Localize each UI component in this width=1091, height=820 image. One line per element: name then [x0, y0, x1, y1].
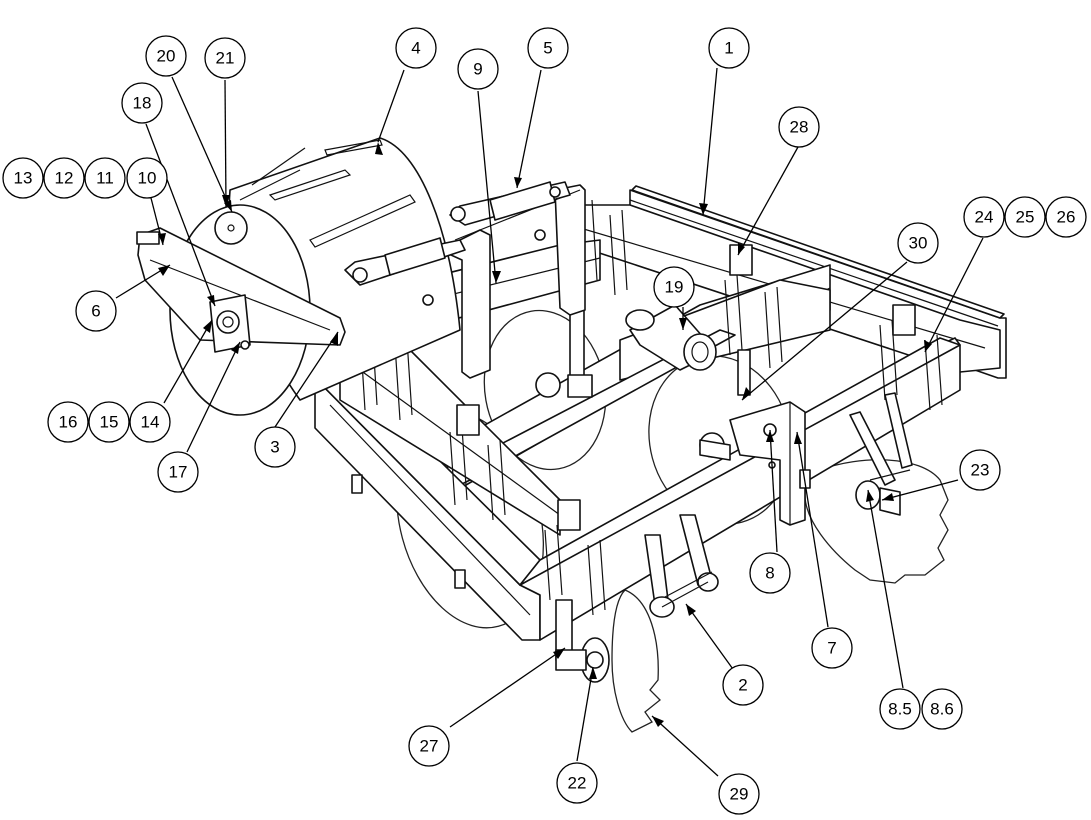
balloon-label: 15	[100, 413, 119, 432]
balloon-12: 12	[43, 157, 85, 199]
balloon-9: 9	[457, 48, 499, 90]
balloon-label: 16	[59, 413, 78, 432]
balloon-label: 25	[1016, 208, 1035, 227]
front-pivot-arms	[644, 514, 719, 618]
balloon-8-6: 8.6	[921, 688, 963, 730]
balloon-20: 20	[145, 35, 187, 77]
balloon-label: 1	[724, 39, 733, 58]
rear-arms	[849, 392, 913, 486]
balloon-6: 6	[75, 290, 117, 332]
balloon-8-5: 8.5	[879, 688, 921, 730]
balloon-26: 26	[1045, 196, 1087, 238]
balloon-label: 4	[411, 39, 420, 58]
balloon-10: 10	[126, 157, 168, 199]
balloon-23: 23	[959, 449, 1001, 491]
leader-lines	[115, 67, 984, 777]
balloon-label: 10	[138, 169, 157, 188]
balloon-label: 21	[216, 49, 235, 68]
balloon-15: 15	[88, 401, 130, 443]
pivot-bracket	[729, 401, 806, 526]
balloon-19: 19	[653, 266, 695, 308]
balloon-label: 24	[975, 208, 994, 227]
balloon-label: 18	[133, 94, 152, 113]
balloon-27: 27	[408, 725, 450, 767]
hydraulic-cylinders	[344, 181, 571, 286]
balloon-13: 13	[2, 157, 44, 199]
balloon-label: 13	[14, 169, 33, 188]
balloon-label: 5	[543, 39, 552, 58]
balloon-label: 28	[790, 118, 809, 137]
balloon-11: 11	[84, 157, 126, 199]
balloon-label: 8.6	[930, 700, 954, 719]
balloon-label: 14	[141, 413, 160, 432]
balloon-22: 22	[556, 762, 598, 804]
headstock	[422, 184, 586, 379]
balloon-label: 27	[420, 737, 439, 756]
balloon-label: 23	[971, 461, 990, 480]
balloon-label: 29	[730, 785, 749, 804]
balloon-17: 17	[157, 451, 199, 493]
balloon-label: 19	[665, 278, 684, 297]
balloon-1: 1	[708, 27, 750, 69]
roller-arm	[136, 227, 346, 353]
balloon-label: 17	[169, 463, 188, 482]
balloon-label: 8	[765, 564, 774, 583]
balloon-25: 25	[1004, 196, 1046, 238]
balloon-label: 8.5	[888, 700, 912, 719]
balloon-8: 8	[749, 552, 791, 594]
balloon-label: 7	[827, 639, 836, 658]
balloon-label: 26	[1057, 208, 1076, 227]
balloon-30: 30	[897, 222, 939, 264]
balloon-28: 28	[778, 106, 820, 148]
balloon-18: 18	[121, 82, 163, 124]
balloon-3: 3	[254, 426, 296, 468]
balloon-label: 9	[473, 60, 482, 79]
balloon-label: 12	[55, 169, 74, 188]
balloon-label: 30	[909, 234, 928, 253]
balloon-label: 3	[270, 438, 279, 457]
balloon-label: 20	[157, 47, 176, 66]
balloon-21: 21	[204, 37, 246, 79]
balloon-4: 4	[395, 27, 437, 69]
balloon-24: 24	[963, 196, 1005, 238]
arrowheads	[158, 142, 932, 727]
balloon-7: 7	[811, 627, 853, 669]
balloon-label: 22	[568, 774, 587, 793]
balloon-14: 14	[129, 401, 171, 443]
balloon-29: 29	[718, 773, 760, 815]
part-balloons: 1 2 3 4 5 6 7 8 8.5 8.6 9 10 11 12 13 14…	[2, 27, 1087, 815]
balloon-2: 2	[722, 664, 764, 706]
machine-drawing	[136, 137, 1007, 733]
balloon-16: 16	[47, 401, 89, 443]
balloon-label: 6	[91, 302, 100, 321]
balloon-label: 11	[96, 169, 114, 188]
disc-hubs	[535, 372, 901, 683]
balloon-label: 2	[738, 676, 747, 695]
balloon-5: 5	[527, 27, 569, 69]
